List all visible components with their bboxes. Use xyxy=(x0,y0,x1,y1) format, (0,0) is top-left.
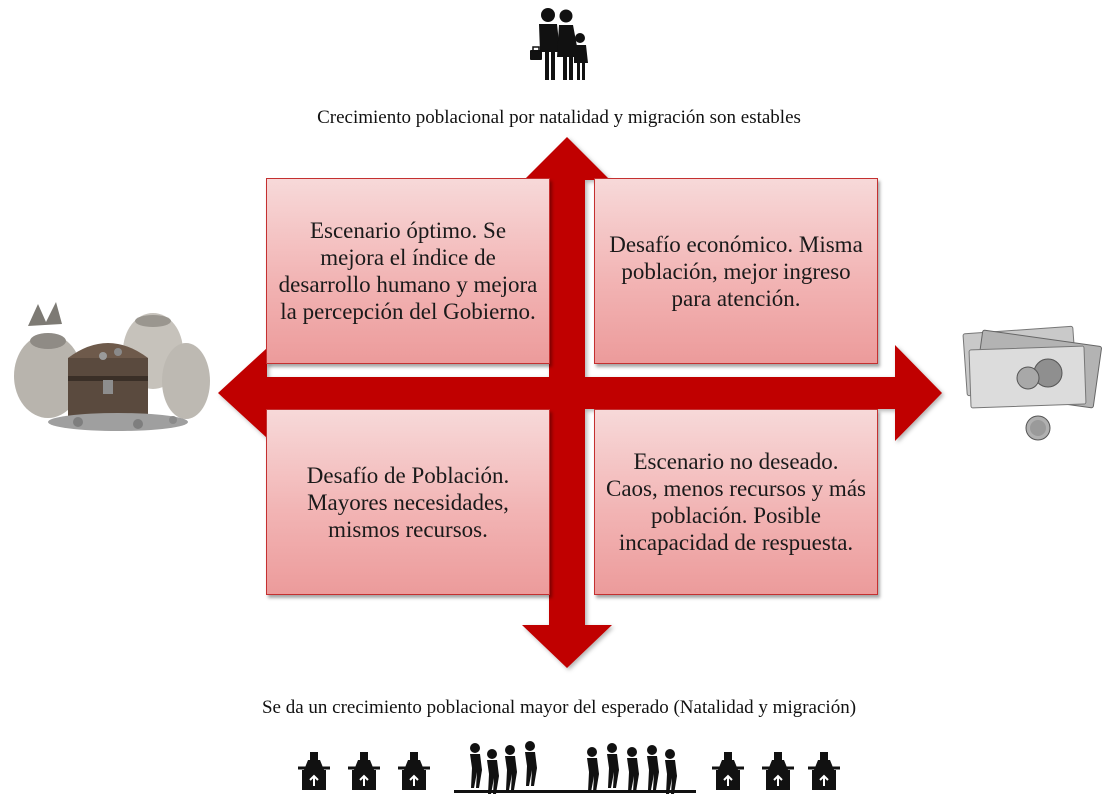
quadrant-top-left-text: Escenario óptimo. Se mejora el índice de… xyxy=(278,218,538,324)
quadrant-top-right-text: Desafío económico. Misma población, mejo… xyxy=(609,231,863,311)
quadrant-bottom-left: Desafío de Población. Mayores necesidade… xyxy=(266,409,550,595)
money-bags-treasure-icon xyxy=(14,302,210,431)
top-axis-label: Crecimiento poblacional por natalidad y … xyxy=(317,107,801,128)
family-icon xyxy=(530,8,588,80)
quadrant-bottom-right-text: Escenario no deseado. Caos, menos recurs… xyxy=(606,449,866,555)
migrants-and-boats-icon xyxy=(296,741,842,794)
arrow-cross xyxy=(218,137,942,668)
quadrant-top-left: Escenario óptimo. Se mejora el índice de… xyxy=(266,178,550,364)
quadrant-bottom-left-text: Desafío de Población. Mayores necesidade… xyxy=(306,462,510,542)
quadrant-bottom-right: Escenario no deseado. Caos, menos recurs… xyxy=(594,409,878,595)
quadrant-top-right: Desafío económico. Misma población, mejo… xyxy=(594,178,878,364)
horizontal-arrow xyxy=(218,345,942,441)
cash-and-coins-icon xyxy=(962,325,1102,441)
bottom-axis-label: Se da un crecimiento poblacional mayor d… xyxy=(261,697,857,718)
